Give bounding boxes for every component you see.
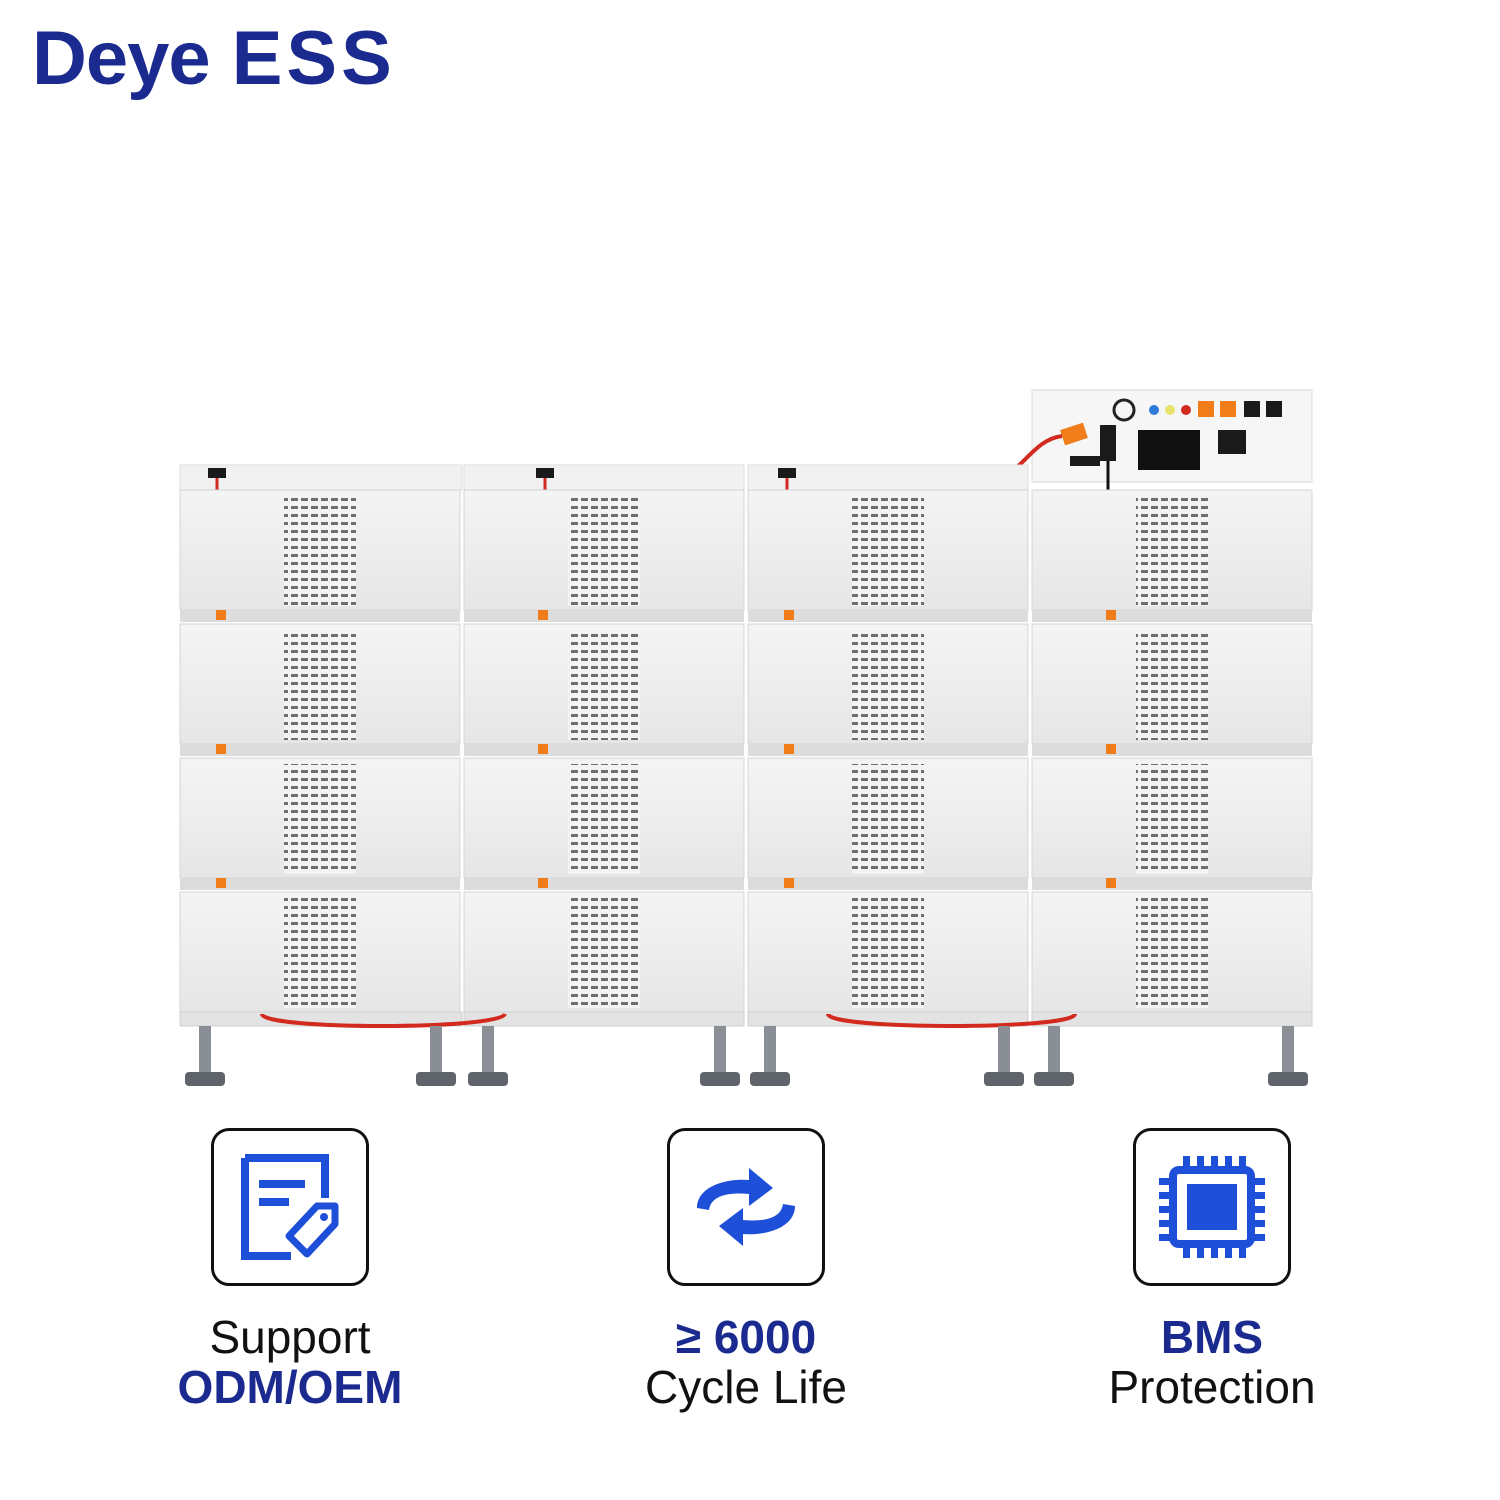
feature-line2: Protection xyxy=(1108,1361,1316,1413)
battery-module xyxy=(747,891,1029,1024)
cycle-arrows-icon xyxy=(697,1168,795,1246)
battery-module xyxy=(747,757,1029,890)
support-feet xyxy=(185,1026,1308,1086)
battery-columns xyxy=(179,464,1029,491)
battery-stack-illustration xyxy=(179,389,1313,1086)
feature-line2: ODM/OEM xyxy=(177,1361,403,1413)
battery-module xyxy=(463,623,745,756)
feature-icon-box xyxy=(1133,1128,1291,1286)
battery-module xyxy=(1031,623,1313,756)
battery-module xyxy=(179,757,461,890)
support-foot xyxy=(185,1026,225,1086)
support-foot xyxy=(700,1026,740,1086)
battery-module xyxy=(179,891,461,1024)
feature-cycle-life: ≥ 6000 Cycle Life xyxy=(576,1128,916,1412)
battery-module xyxy=(747,623,1029,756)
brand-name-ess: ESS xyxy=(231,16,396,101)
feature-odm-oem: Support ODM/OEM xyxy=(120,1128,460,1412)
battery-module xyxy=(179,489,461,622)
battery-module xyxy=(463,489,745,622)
battery-module xyxy=(1031,891,1313,1024)
control-box xyxy=(984,389,1313,490)
battery-module xyxy=(463,757,745,890)
support-foot xyxy=(468,1026,508,1086)
chip-icon xyxy=(1159,1156,1265,1258)
feature-icon-box xyxy=(211,1128,369,1286)
feature-line2: Cycle Life xyxy=(645,1361,847,1413)
support-foot xyxy=(750,1026,790,1086)
battery-modules xyxy=(179,489,1313,1024)
battery-module xyxy=(179,623,461,756)
feature-line1: Support xyxy=(209,1311,371,1363)
support-foot xyxy=(1034,1026,1074,1086)
battery-module xyxy=(747,489,1029,622)
battery-module xyxy=(1031,489,1313,622)
battery-module xyxy=(463,891,745,1024)
support-foot xyxy=(984,1026,1024,1086)
feature-bms-protection: BMS Protection xyxy=(1042,1128,1382,1412)
support-foot xyxy=(1268,1026,1308,1086)
feature-line1: ≥ 6000 xyxy=(675,1311,817,1363)
feature-line1: BMS xyxy=(1160,1311,1264,1363)
feature-icon-box xyxy=(667,1128,825,1286)
brand-name-deye: Deye xyxy=(32,16,211,101)
support-foot xyxy=(416,1026,456,1086)
battery-module xyxy=(1031,757,1313,890)
document-tag-icon xyxy=(241,1154,339,1260)
base-frame xyxy=(179,1011,1313,1028)
